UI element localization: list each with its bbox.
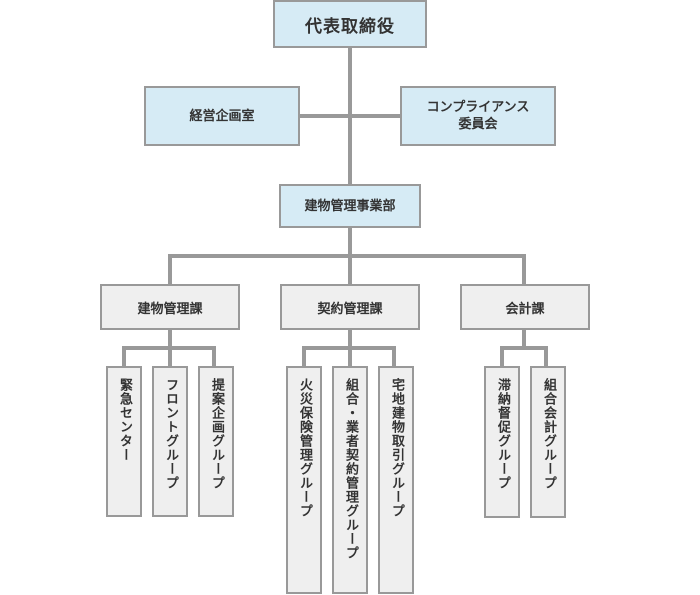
connector-group-3-2 (544, 346, 548, 368)
connector-sections-horizontal (168, 254, 526, 258)
connector-staff-horizontal (298, 114, 402, 118)
division-label: 建物管理事業部 (304, 198, 396, 214)
division-box: 建物管理事業部 (279, 184, 421, 228)
section-box: 建物管理課 (100, 284, 240, 330)
group-box: 滞納督促グループ (484, 366, 520, 518)
connector-group-2-2 (348, 346, 352, 368)
group-box: 提案企画グループ (198, 366, 234, 517)
connector-section-2-drop (348, 254, 352, 286)
group-label: 火災保険管理グループ (297, 378, 312, 518)
section-box: 会計課 (460, 284, 590, 330)
section-label: 契約管理課 (317, 301, 383, 317)
group-box: 宅地建物取引グループ (378, 366, 414, 594)
group-label: 組合会計グループ (541, 378, 556, 490)
group-label: 宅地建物取引グループ (389, 378, 404, 518)
group-box: 火災保険管理グループ (286, 366, 322, 594)
connector-group-2-3 (392, 346, 396, 368)
connector-section-3-down (522, 328, 526, 348)
connector-group-1-2 (168, 346, 172, 368)
connector-section-3-groups (500, 346, 548, 350)
connector-section-1-down (168, 328, 172, 348)
planning-office-label: 経営企画室 (189, 108, 255, 124)
connector-group-3-1 (500, 346, 504, 368)
compliance-committee-box: コンプライアンス 委員会 (400, 86, 556, 146)
connector-group-1-3 (212, 346, 216, 368)
connector-section-2-down (348, 328, 352, 348)
group-box: フロントグループ (152, 366, 188, 517)
ceo-label: 代表取締役 (305, 16, 395, 37)
planning-office-box: 経営企画室 (144, 86, 300, 146)
section-label: 会計課 (505, 301, 545, 317)
ceo-box: 代表取締役 (273, 0, 427, 48)
compliance-label-line1: コンプライアンス (426, 100, 530, 115)
group-label: フロントグループ (163, 378, 178, 490)
group-box: 組合・業者契約管理グループ (332, 366, 368, 594)
connector-section-3-drop (522, 254, 526, 286)
connector-section-1-drop (168, 254, 172, 286)
group-box: 緊急センター (106, 366, 142, 517)
connector-division-down (348, 226, 352, 256)
section-box: 契約管理課 (280, 284, 420, 330)
group-label: 提案企画グループ (209, 378, 224, 490)
compliance-label-line2: 委員会 (458, 117, 498, 132)
group-label: 組合・業者契約管理グループ (343, 378, 358, 560)
group-label: 滞納督促グループ (495, 378, 510, 490)
connector-group-1-1 (122, 346, 126, 368)
section-label: 建物管理課 (137, 301, 203, 317)
connector-group-2-1 (302, 346, 306, 368)
group-label: 緊急センター (117, 378, 132, 462)
group-box: 組合会計グループ (530, 366, 566, 518)
